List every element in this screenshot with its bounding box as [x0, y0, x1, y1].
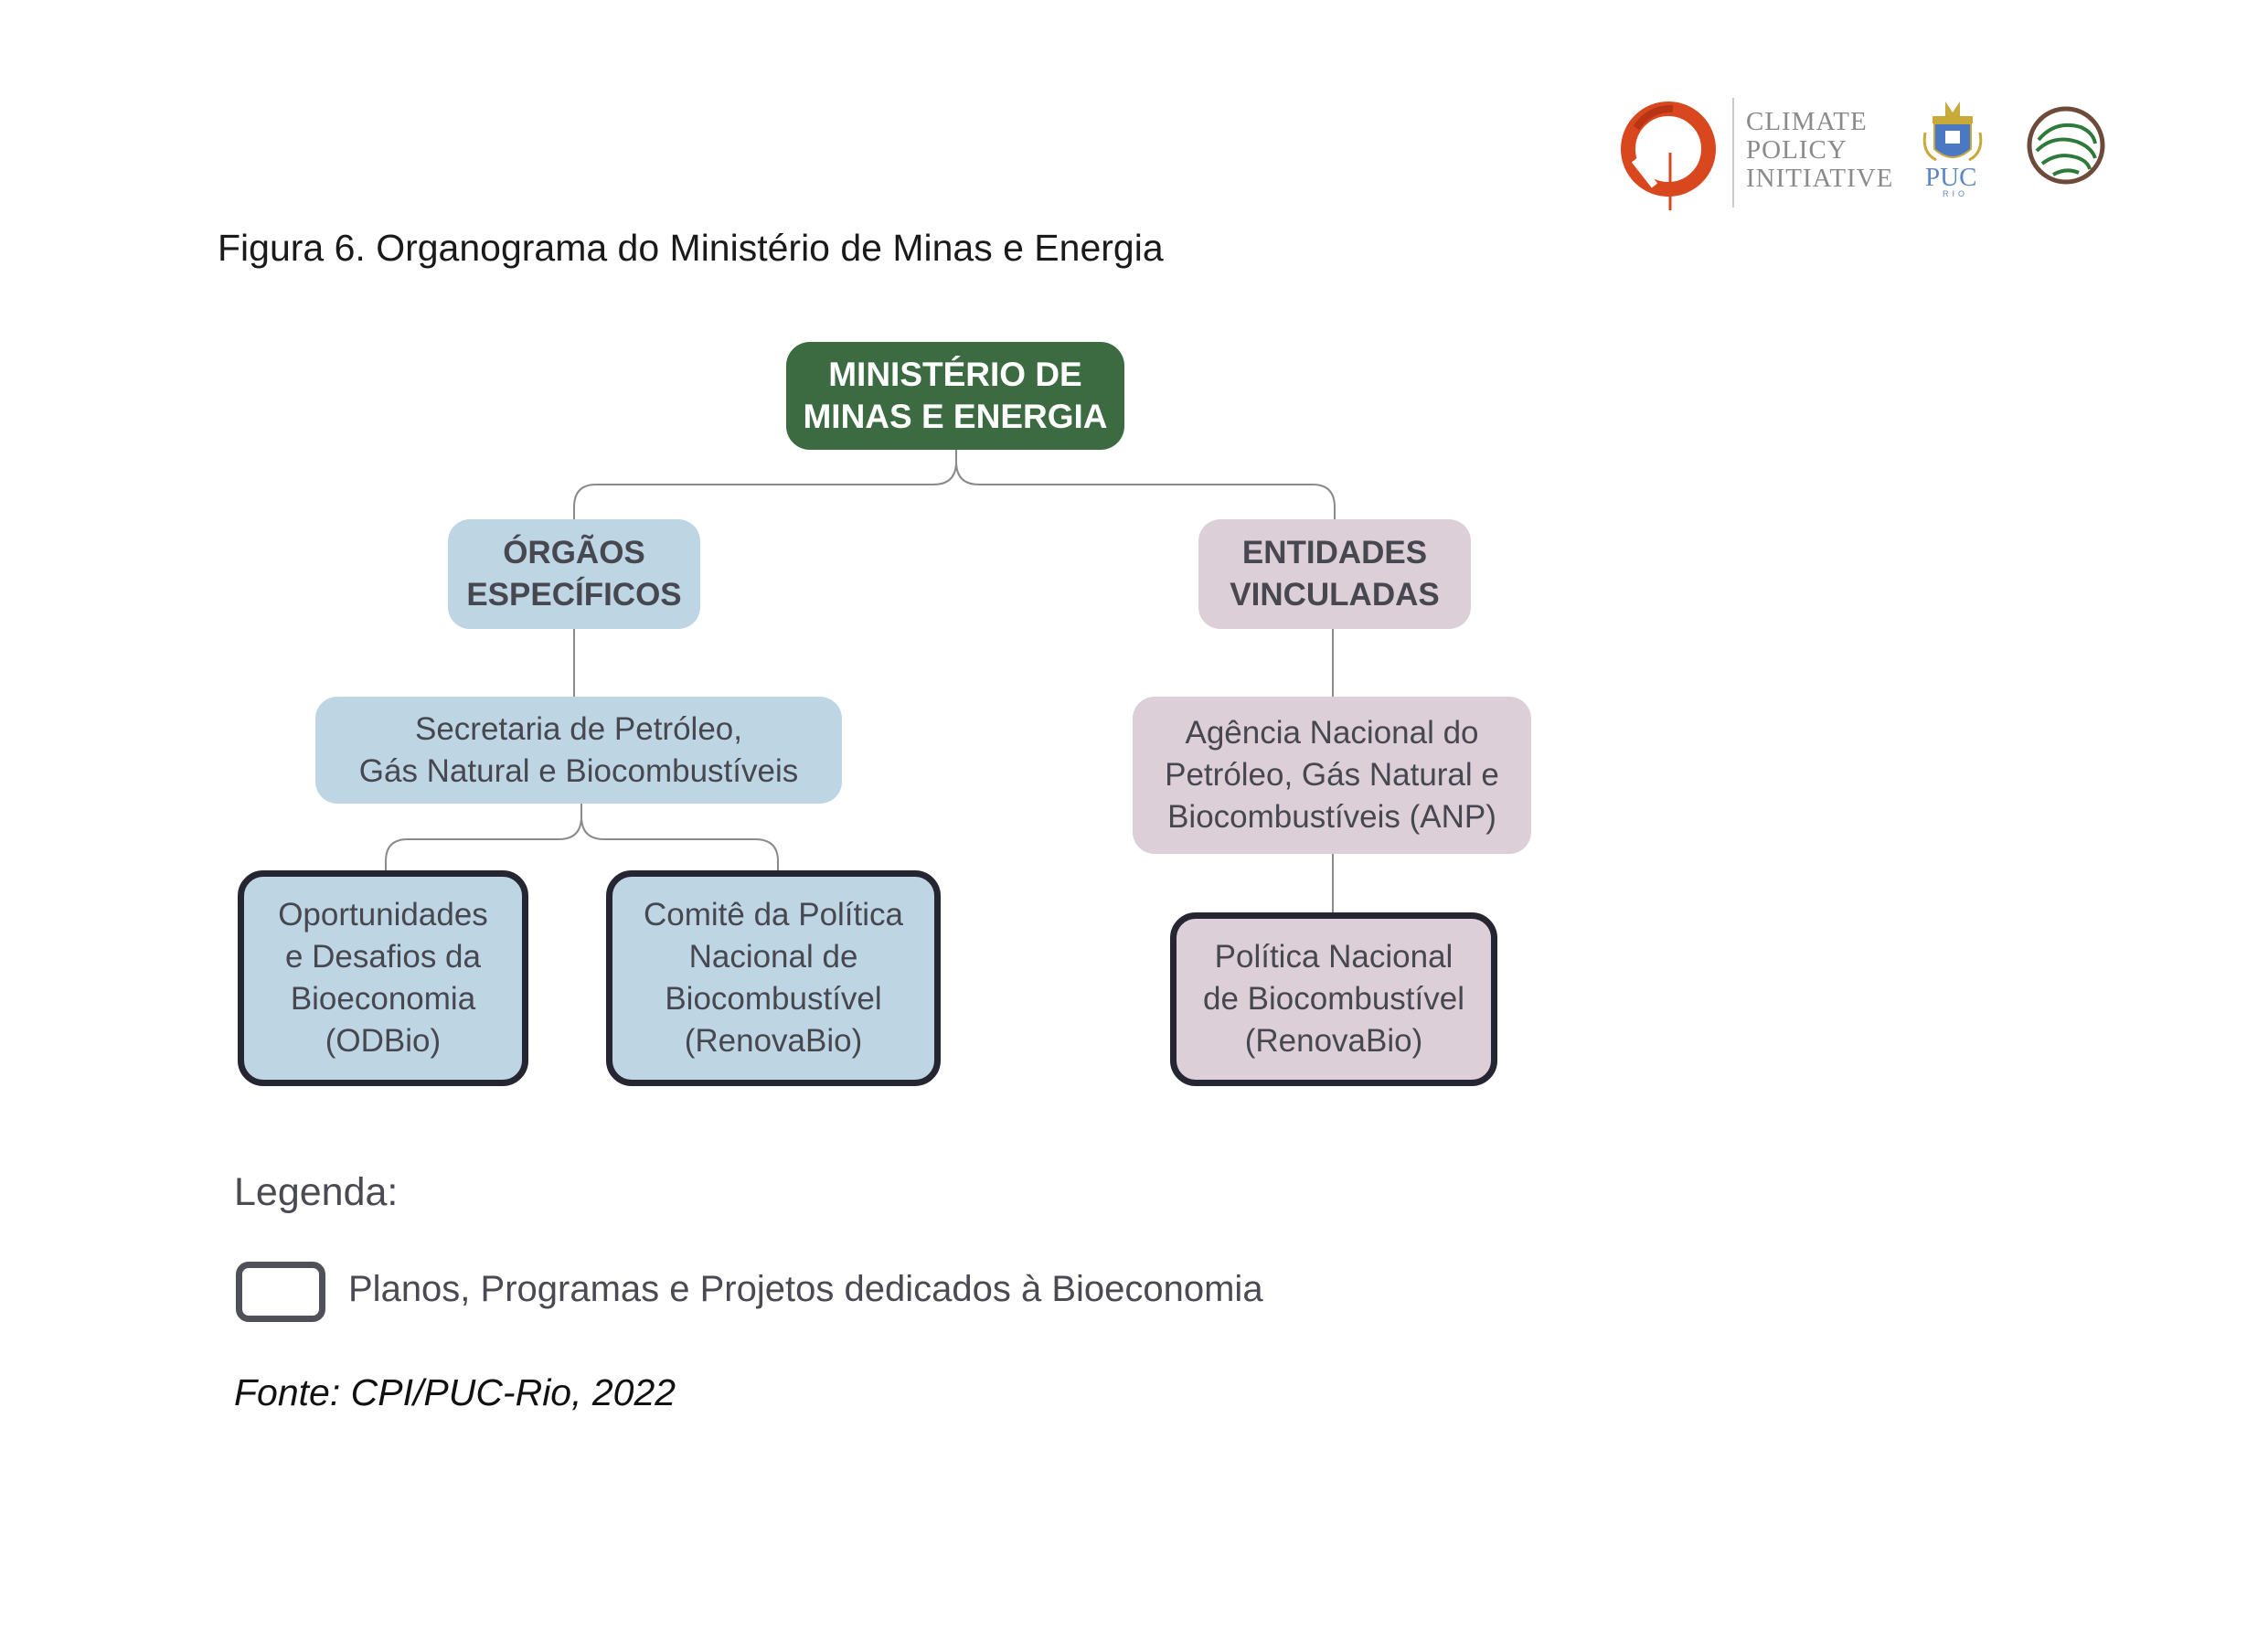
legend-title: Legenda: [234, 1170, 399, 1214]
figure-title: Figura 6. Organograma do Ministério de M… [218, 227, 1164, 269]
program-node-odbio-label: Oportunidades e Desafios da Bioeconomia … [278, 897, 488, 1059]
left-branch-title-label: ÓRGÃOS ESPECÍFICOS [466, 535, 682, 613]
logo-bar [1618, 96, 2112, 210]
anp-node: Agência Nacional do Petróleo, Gás Natura… [1133, 697, 1531, 854]
connector-secretaria-renovabio [580, 816, 779, 870]
secretaria-node: Secretaria de Petróleo, Gás Natural e Bi… [315, 697, 842, 804]
puc-crest-icon [1922, 101, 1983, 162]
right-branch-title-label: ENTIDADES VINCULADAS [1230, 535, 1440, 613]
right-branch-title: ENTIDADES VINCULADAS [1198, 519, 1471, 629]
secretaria-node-label: Secretaria de Petróleo, Gás Natural e Bi… [358, 710, 799, 789]
rainforest-logo-icon [2027, 106, 2105, 185]
puc-logo-text: PUC [1925, 163, 1977, 192]
climate-policy-initiative-logo-icon [1621, 101, 1716, 210]
connector-secretaria-odbio [385, 804, 582, 870]
program-node-odbio: Oportunidades e Desafios da Bioeconomia … [238, 870, 528, 1086]
logos-svg [1621, 98, 2105, 210]
program-node-politica-renovabio: Política Nacional de Biocombustível (Ren… [1170, 912, 1497, 1086]
cpi-logo-line-1: CLIMATE [1746, 107, 1868, 136]
connector-root-right [955, 461, 1336, 519]
puc-logo-subtext: RIO [1943, 189, 1969, 198]
cpi-logo-line-3: INITIATIVE [1746, 164, 1894, 193]
left-branch-title: ÓRGÃOS ESPECÍFICOS [448, 519, 700, 629]
program-node-comite-renovabio-label: Comitê da Política Nacional de Biocombus… [643, 897, 904, 1059]
program-node-comite-renovabio: Comitê da Política Nacional de Biocombus… [606, 870, 941, 1086]
figure-source: Fonte: CPI/PUC-Rio, 2022 [234, 1371, 676, 1413]
legend-swatch [236, 1262, 325, 1322]
cpi-logo-line-2: POLICY [1746, 135, 1847, 165]
root-node: MINISTÉRIO DE MINAS E ENERGIA [786, 342, 1124, 450]
legend-item-label: Planos, Programas e Projetos dedicados à… [348, 1269, 1263, 1309]
anp-node-label: Agência Nacional do Petróleo, Gás Natura… [1165, 715, 1499, 835]
connector-root-left [573, 450, 957, 519]
program-node-politica-renovabio-label: Política Nacional de Biocombustível (Ren… [1203, 939, 1464, 1059]
root-node-label: MINISTÉRIO DE MINAS E ENERGIA [803, 356, 1108, 435]
